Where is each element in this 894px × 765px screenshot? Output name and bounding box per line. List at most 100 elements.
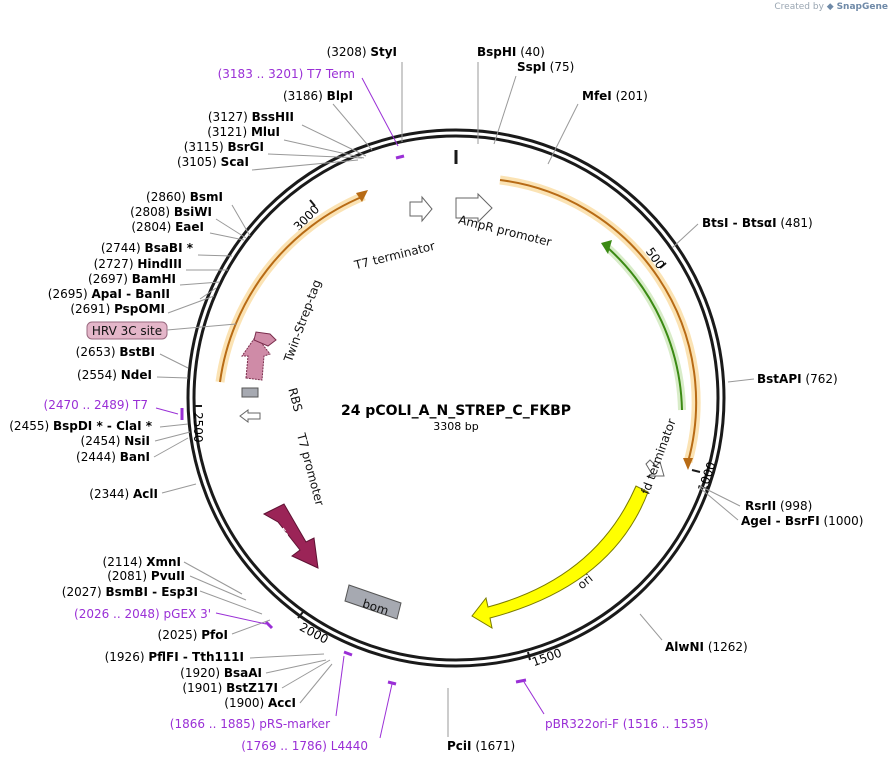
site-label-26[interactable]: (2025) PfoI [158, 628, 228, 642]
site-label-15[interactable]: (2695) ApaI - BanII [48, 287, 170, 301]
site-enzyme-name: ScaI [221, 155, 249, 169]
site-position: (1920) [180, 666, 224, 680]
site-label-7[interactable]: (3115) BsrGI [184, 140, 264, 154]
credit-brand: SnapGene [836, 2, 888, 12]
site-label-25[interactable]: (2027) BsmBI - Esp3I [62, 585, 198, 599]
site-enzyme-name: PspOMI [114, 302, 165, 316]
site-position: (1671) [472, 739, 516, 753]
site-position: (998) [776, 499, 812, 513]
green-feature[interactable] [605, 245, 686, 411]
hrv-3c-site-box[interactable] [86, 321, 168, 340]
leader-lines [153, 62, 755, 737]
site-enzyme-name: BlpI [327, 89, 353, 103]
t7-promoter-label: T7 promoter [294, 431, 327, 508]
site-label-31[interactable]: PciI (1671) [447, 739, 515, 753]
backbone-inner [192, 134, 720, 662]
site-label-24[interactable]: (2081) PvuII [107, 569, 185, 583]
primer-label-0[interactable]: (3183 .. 3201) T7 Term [218, 67, 355, 81]
site-enzyme-name: NsiI [124, 434, 150, 448]
left-orange-feature-line [219, 195, 365, 383]
site-label-32[interactable]: AlwNI (1262) [665, 640, 748, 654]
site-label-21[interactable]: (2444) BanI [76, 450, 150, 464]
site-enzyme-name: XmnI [146, 555, 181, 569]
credit-prefix: Created by [774, 2, 824, 12]
site-label-9[interactable]: (2860) BsmI [146, 190, 223, 204]
rbs-label: RBS [285, 386, 305, 413]
site-enzyme-name: BstBI [119, 345, 155, 359]
site-enzyme-name: BspDI * - ClaI * [53, 419, 153, 433]
site-label-6[interactable]: (3121) MluI [207, 125, 280, 139]
site-label-12[interactable]: (2744) BsaBI * [101, 241, 194, 255]
site-label-35[interactable]: BstAPI (762) [757, 372, 838, 386]
site-label-4[interactable]: (3186) BlpI [283, 89, 353, 103]
site-enzyme-name: BspHI [477, 45, 516, 59]
site-enzyme-name: BsmBI - Esp3I [106, 585, 198, 599]
site-label-0[interactable]: (3208) StyI [327, 45, 397, 59]
site-label-28[interactable]: (1920) BsaAI [180, 666, 262, 680]
site-label-8[interactable]: (3105) ScaI [177, 155, 249, 169]
primer-label-3[interactable]: (1866 .. 1885) pRS-marker [170, 717, 330, 731]
site-label-22[interactable]: (2344) AclI [89, 487, 158, 501]
site-label-19[interactable]: (2455) BspDI * - ClaI * [9, 419, 152, 433]
left-orange-arrowhead-icon [356, 190, 368, 202]
site-label-1[interactable]: BspHI (40) [477, 45, 545, 59]
site-position: (2081) [107, 569, 151, 583]
site-position: (3186) [283, 89, 327, 103]
site-position: (75) [546, 60, 574, 74]
primer-label-2[interactable]: (2026 .. 2048) pGEX 3' [74, 607, 211, 621]
site-label-16[interactable]: (2691) PspOMI [70, 302, 165, 316]
site-label-33[interactable]: RsrII (998) [745, 499, 812, 513]
site-position: (2727) [94, 257, 138, 271]
plasmid-name: 24 pCOLI_A_N_STREP_C_FKBP [341, 403, 571, 419]
site-enzyme-name: ApaI - BanII [92, 287, 171, 301]
site-position: (2808) [130, 205, 174, 219]
site-label-27[interactable]: (1926) PflFI - Tth111I [105, 650, 244, 664]
site-label-5[interactable]: (3127) BssHII [208, 110, 294, 124]
ori-feature[interactable] [471, 485, 649, 630]
hrv-arrow-feature[interactable] [253, 331, 277, 347]
rbs-feature[interactable] [241, 387, 259, 398]
site-label-36[interactable]: BtsI - BtsαI (481) [702, 216, 813, 230]
site-position: (2455) [9, 419, 53, 433]
tick-marks [194, 199, 701, 661]
site-enzyme-name: HindIII [137, 257, 182, 271]
site-label-14[interactable]: (2697) BamHI [88, 272, 176, 286]
site-enzyme-name: BsrGI [227, 140, 264, 154]
primer-label-1[interactable]: (2470 .. 2489) T7 [44, 398, 148, 412]
t7-promoter-arrow-icon [239, 409, 261, 423]
site-position: (40) [516, 45, 544, 59]
site-position: (1262) [704, 640, 748, 654]
site-label-3[interactable]: MfeI (201) [582, 89, 648, 103]
site-label-29[interactable]: (1901) BstZ17I [182, 681, 278, 695]
site-label-2[interactable]: SspI (75) [517, 60, 574, 74]
site-position: (3115) [184, 140, 228, 154]
site-label-17[interactable]: (2653) BstBI [76, 345, 155, 359]
site-label-13[interactable]: (2727) HindIII [94, 257, 182, 271]
snapgene-logo-icon: ◆ [826, 2, 834, 12]
site-label-10[interactable]: (2808) BsiWI [130, 205, 212, 219]
site-enzyme-name: BstAPI [757, 372, 802, 386]
primer-label-5[interactable]: pBR322ori-F (1516 .. 1535) [545, 717, 708, 731]
primer-leaders [155, 77, 545, 739]
site-label-34[interactable]: AgeI - BsrFI (1000) [741, 514, 863, 528]
bom-feature[interactable] [344, 584, 402, 620]
twin-strep-feature[interactable] [241, 335, 271, 381]
site-label-11[interactable]: (2804) EaeI [131, 220, 204, 234]
site-position: (2653) [76, 345, 120, 359]
site-label-18[interactable]: (2554) NdeI [77, 368, 152, 382]
site-enzyme-name: SspI [517, 60, 546, 74]
primer-label-4[interactable]: (1769 .. 1786) L4440 [241, 739, 368, 753]
site-enzyme-name: BsiWI [174, 205, 212, 219]
site-label-20[interactable]: (2454) NsiI [81, 434, 150, 448]
site-position: (2695) [48, 287, 92, 301]
site-position: (2454) [81, 434, 125, 448]
site-enzyme-name: PvuII [151, 569, 185, 583]
site-position: (1901) [182, 681, 226, 695]
site-label-23[interactable]: (2114) XmnI [103, 555, 181, 569]
site-enzyme-name: BsaAI [224, 666, 262, 680]
site-label-30[interactable]: (1900) AccI [224, 696, 296, 710]
primer-labels: (3183 .. 3201) T7 Term (2470 .. 2489) T7 (… [44, 67, 709, 753]
site-enzyme-name: BsaBI * [145, 241, 194, 255]
rop-feature[interactable] [262, 503, 319, 569]
